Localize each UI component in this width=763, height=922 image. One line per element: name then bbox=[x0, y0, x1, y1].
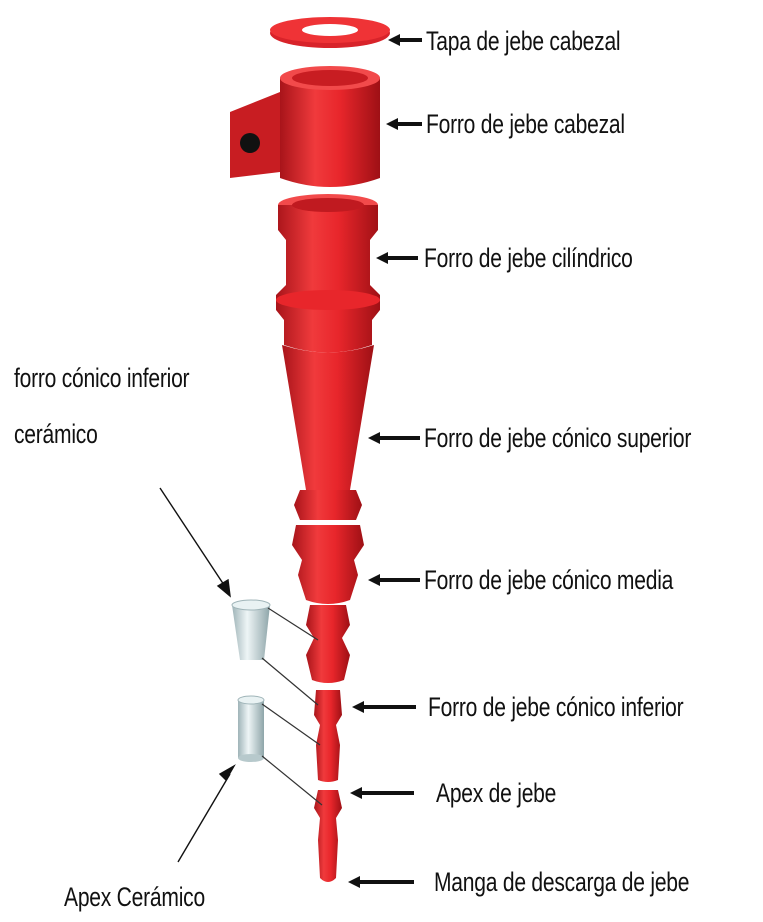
forro-conico-ceramico-part bbox=[232, 600, 270, 660]
arrow-conico-inferior bbox=[352, 701, 416, 713]
arrow-manga bbox=[348, 876, 414, 888]
label-forro-de-jebe-cilindrico: Forro de jebe cilíndrico bbox=[424, 245, 633, 272]
apex-de-jebe-part bbox=[314, 690, 342, 782]
tapa-de-jebe-cabezal-part bbox=[270, 17, 390, 48]
label-apex-de-jebe: Apex de jebe bbox=[436, 780, 556, 807]
label-manga-de-descarga-de-jebe: Manga de descarga de jebe bbox=[434, 869, 689, 896]
ceramic-guide-lines bbox=[262, 608, 322, 805]
left-pointer-arrows bbox=[160, 488, 234, 862]
forro-de-jebe-cilindrico-part bbox=[276, 194, 380, 353]
label-tapa-de-jebe-cabezal: Tapa de jebe cabezal bbox=[426, 28, 620, 55]
apex-ceramico-part bbox=[238, 696, 264, 762]
arrow-apex-jebe bbox=[350, 787, 414, 799]
forro-de-jebe-conico-media-part bbox=[292, 525, 364, 604]
label-forro-conico-inferior-ceramico-line1: forro cónico inferior bbox=[14, 365, 189, 392]
label-forro-de-jebe-conico-media: Forro de jebe cónico media bbox=[424, 567, 673, 594]
arrow-conico-superior bbox=[368, 432, 420, 444]
label-forro-de-jebe-conico-superior: Forro de jebe cónico superior bbox=[424, 425, 691, 452]
forro-de-jebe-conico-inferior-part bbox=[306, 605, 350, 683]
label-forro-de-jebe-conico-inferior: Forro de jebe cónico inferior bbox=[428, 694, 683, 721]
label-forro-conico-inferior-ceramico-line2: cerámico bbox=[14, 421, 98, 448]
label-forro-de-jebe-cabezal: Forro de jebe cabezal bbox=[426, 111, 625, 138]
manga-de-descarga-part bbox=[314, 790, 342, 882]
arrow-cilindrico bbox=[376, 252, 418, 264]
forro-de-jebe-conico-superior-part bbox=[282, 345, 374, 520]
arrow-forro-cabezal bbox=[386, 118, 422, 130]
arrow-tapa bbox=[388, 34, 422, 46]
arrow-conico-media bbox=[368, 574, 420, 586]
label-apex-ceramico: Apex Cerámico bbox=[64, 884, 205, 911]
forro-de-jebe-cabezal-part bbox=[230, 66, 380, 187]
